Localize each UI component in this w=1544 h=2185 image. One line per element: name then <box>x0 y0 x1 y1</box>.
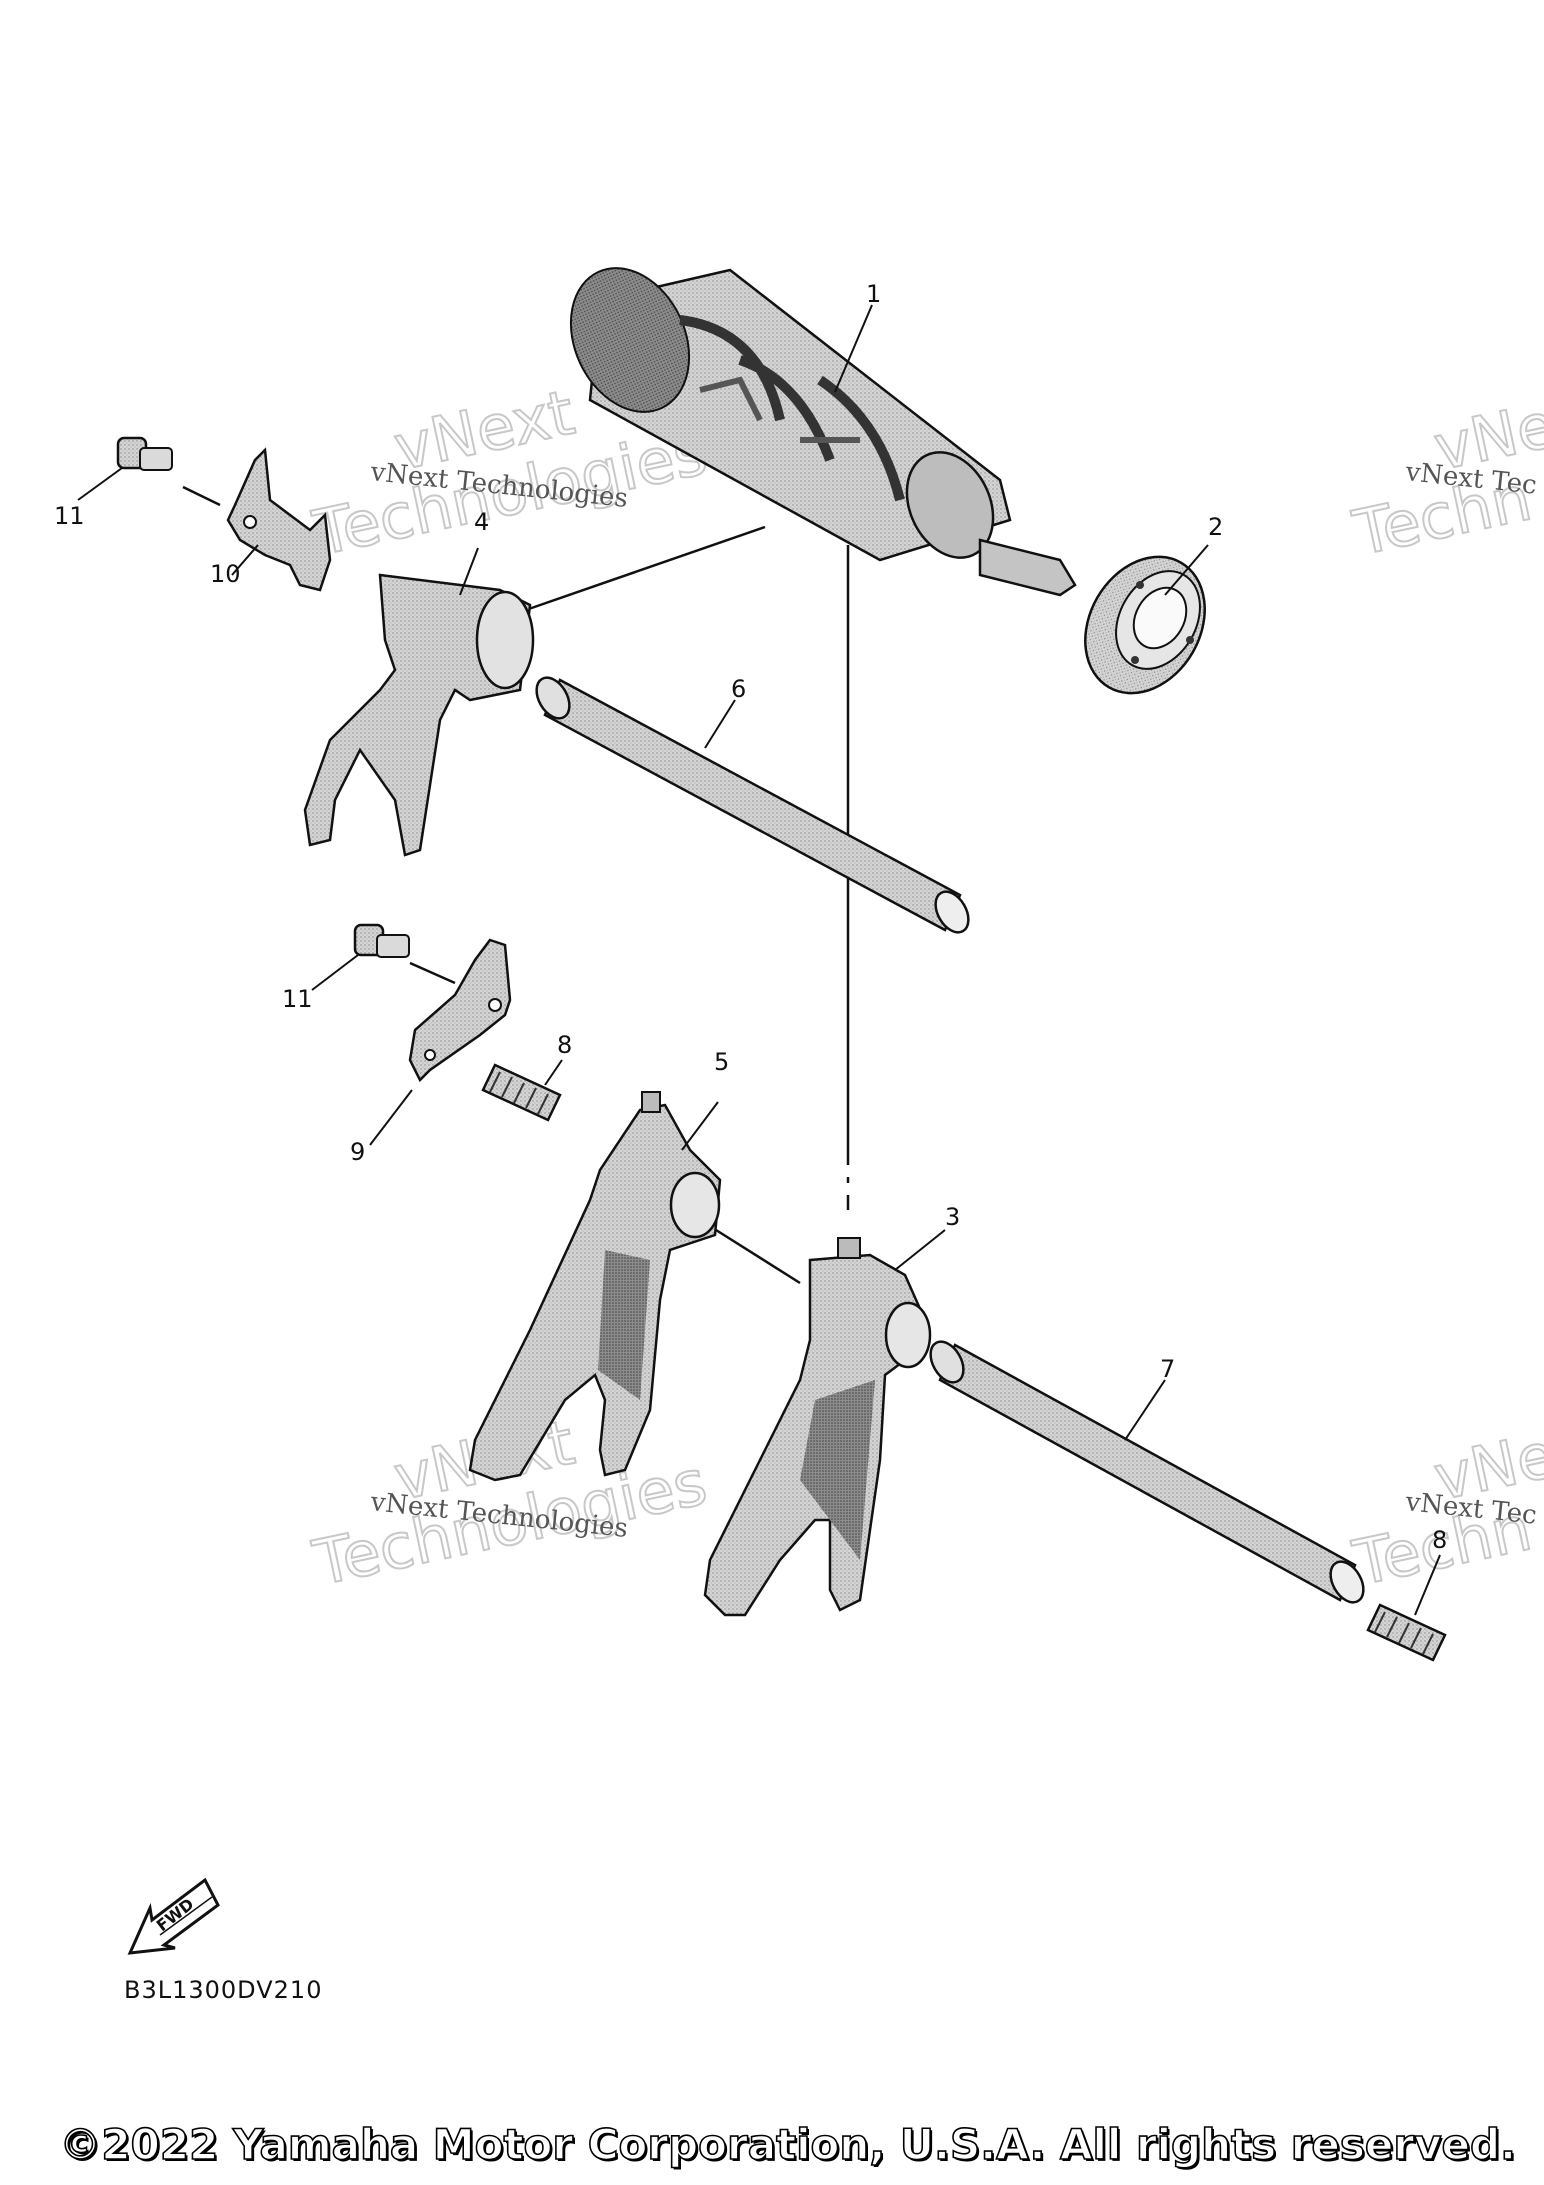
callout-10: 10 <box>210 560 241 588</box>
callout-9: 9 <box>350 1138 365 1166</box>
callout-11a: 11 <box>54 502 85 530</box>
callouts: 1 2 3 4 5 6 7 8 8 9 10 11 11 <box>54 280 1447 1554</box>
callout-7: 7 <box>1160 1355 1175 1383</box>
leader-lines <box>77 304 1441 1616</box>
guide-bar-6 <box>535 676 970 934</box>
callout-6: 6 <box>731 675 746 703</box>
callout-2: 2 <box>1208 513 1223 541</box>
guide-bar-7 <box>929 1340 1365 1604</box>
line-drum-to-fork4 <box>519 525 766 614</box>
callout-1: 1 <box>866 280 881 308</box>
bolt-11-lower <box>353 923 410 958</box>
bolt-11-upper <box>116 436 173 471</box>
fwd-arrow-icon: FWD <box>127 1877 220 1955</box>
shift-fork-3 <box>703 1237 932 1617</box>
part-code: B3L1300DV210 <box>124 1976 322 2004</box>
callout-5: 5 <box>714 1048 729 1076</box>
bearing <box>1084 555 1206 695</box>
callout-8a: 8 <box>557 1031 572 1059</box>
shift-fork-5 <box>468 1091 722 1482</box>
callout-4: 4 <box>474 508 489 536</box>
spring-8-left <box>481 1063 562 1122</box>
stopper-plate-10 <box>226 447 332 592</box>
line-fork5-to-fork3 <box>715 1228 801 1285</box>
callout-3: 3 <box>945 1203 960 1231</box>
shift-fork-4 <box>303 573 535 857</box>
line-bolt11-to-plate9 <box>409 961 456 985</box>
copyright-notice: ©2022 Yamaha Motor Corporation, U.S.A. A… <box>59 2119 1517 2170</box>
plate-9 <box>408 938 512 1083</box>
spring-8-right <box>1366 1603 1447 1662</box>
shift-drum <box>569 267 1077 597</box>
line-bolt11-to-stopper10 <box>182 485 221 507</box>
callout-11b: 11 <box>282 985 313 1013</box>
callout-8b: 8 <box>1432 1526 1447 1554</box>
